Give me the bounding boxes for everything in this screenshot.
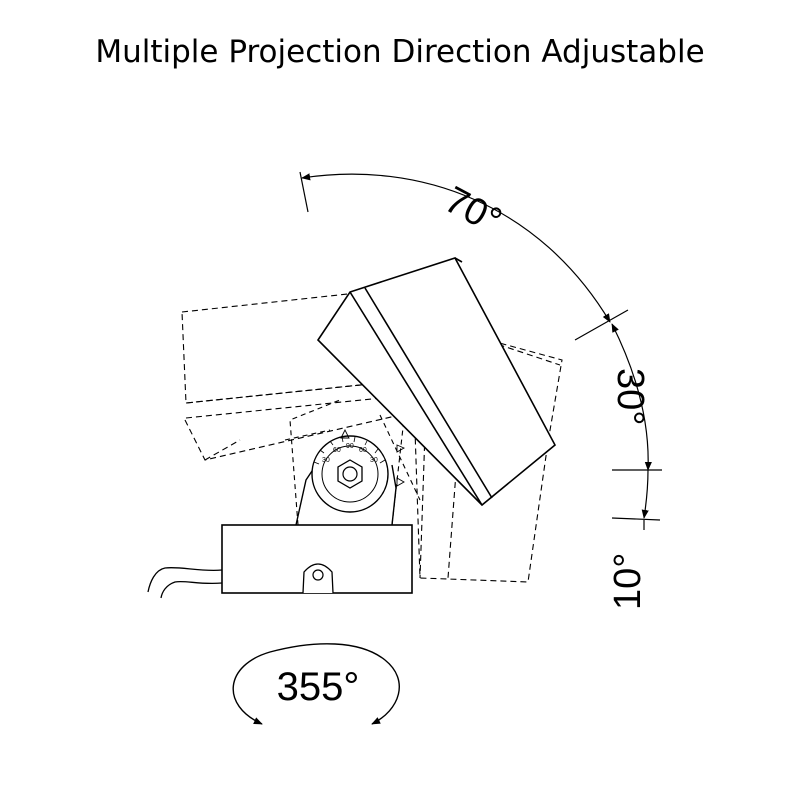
tilt-down-angle-label: 10° — [607, 553, 649, 610]
dial-tick-label: 30 — [322, 457, 330, 464]
tilt-mid-arc — [611, 323, 662, 471]
power-cable — [147, 566, 223, 599]
tilt-dial: 30 60 90 60 30 — [311, 428, 406, 513]
tilt-up-angle-label: 70° — [438, 179, 508, 243]
dial-pointer-icon — [396, 477, 405, 487]
tilt-up-arc — [299, 171, 629, 341]
dial-tick-label: 60 — [359, 447, 367, 454]
hex-bolt-icon — [337, 459, 363, 489]
mount-screw-icon — [312, 569, 324, 581]
mounting-base — [221, 524, 413, 594]
dial-tick-label: 60 — [333, 447, 341, 454]
tilt-mid-angle-label: 30° — [609, 368, 651, 425]
rotation-angle-label: 355° — [277, 665, 360, 709]
rotation-ellipse — [232, 643, 400, 725]
dial-pointer-icon — [396, 444, 406, 453]
dial-pointer-icon — [340, 428, 350, 439]
dial-tick-label: 30 — [370, 457, 378, 464]
dial-tick-label: 90 — [346, 443, 354, 450]
diagram-title: Multiple Projection Direction Adjustable — [95, 34, 705, 70]
tilt-down-arc — [611, 469, 661, 530]
